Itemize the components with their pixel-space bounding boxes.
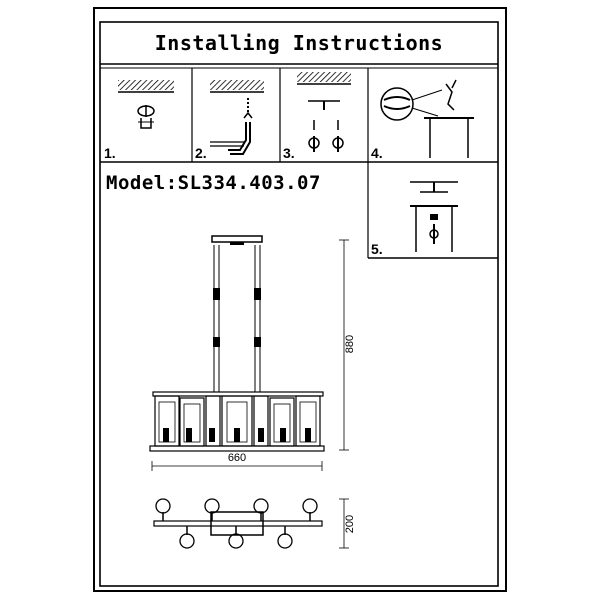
step-number-4: 4. — [371, 145, 383, 161]
model-label: Model:SL334.403.07 — [106, 172, 321, 194]
depth-dimension — [339, 498, 349, 549]
height-dimension — [339, 239, 349, 451]
wire-twist-icon — [380, 79, 474, 158]
page-title: Installing Instructions — [154, 31, 444, 55]
chandelier-top-view — [153, 498, 323, 549]
canopy-attach-icon — [410, 181, 458, 252]
ceiling-bracket-icon — [118, 80, 174, 129]
height-dimension-label: 880 — [344, 334, 356, 354]
chandelier-front-view — [149, 235, 325, 452]
step-number-2: 2. — [195, 145, 207, 161]
width-dimension — [151, 461, 323, 471]
step-number-5: 5. — [371, 241, 383, 257]
depth-dimension-label: 200 — [344, 514, 356, 534]
wire-connection-icon — [210, 80, 264, 155]
mounting-screws-icon — [297, 72, 351, 152]
step-number-1: 1. — [104, 145, 116, 161]
width-dimension-label: 660 — [227, 452, 247, 464]
step-number-3: 3. — [283, 145, 295, 161]
inner-frame — [99, 21, 499, 587]
outer-frame — [93, 7, 507, 592]
